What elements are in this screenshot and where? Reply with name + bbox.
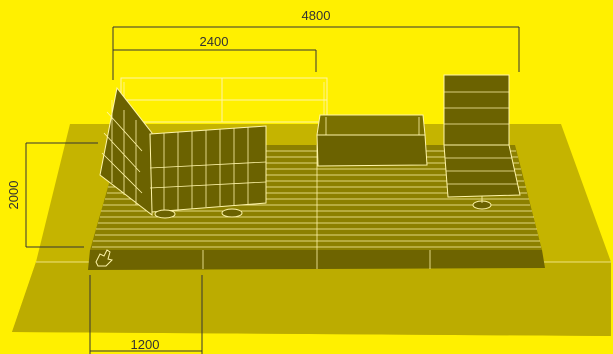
dimension-depth: 2000 — [6, 142, 98, 248]
left-lounger — [99, 86, 267, 219]
hand-icon — [95, 249, 113, 267]
dimension-module-width: 1200 — [89, 275, 203, 354]
dimension-total-width: 4800 — [112, 8, 520, 80]
dimension-label-lounger-width: 2400 — [200, 34, 229, 49]
deck-front-edge — [88, 250, 545, 270]
dimension-label-module-width: 1200 — [131, 337, 160, 352]
dimension-lounger-width: 2400 — [113, 34, 317, 72]
back-railing — [120, 77, 328, 123]
center-table — [316, 114, 428, 167]
dimension-label-depth: 2000 — [6, 181, 21, 210]
right-lounger — [443, 74, 521, 210]
ground-plate-front-face — [12, 262, 611, 336]
dimension-label-total-width: 4800 — [302, 8, 331, 23]
